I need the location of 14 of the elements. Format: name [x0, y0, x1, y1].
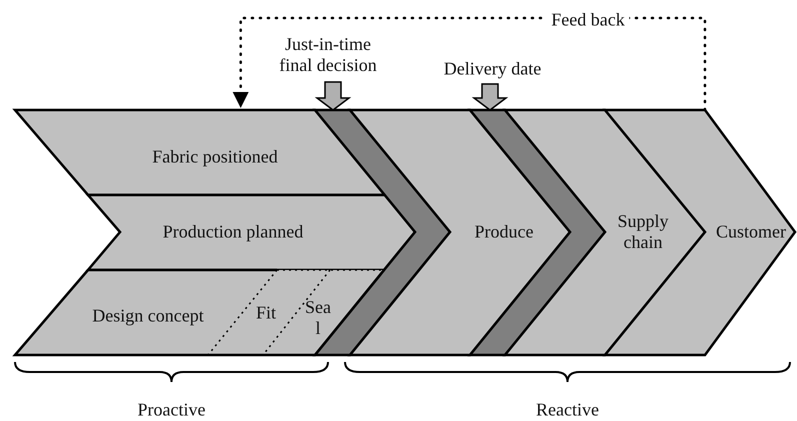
arrow: [314, 81, 352, 111]
milestone-label: Just-in-time final decision: [278, 34, 378, 76]
segment-label: Fit: [256, 302, 276, 324]
segment-label: Supply chain: [616, 211, 670, 253]
arrow: [472, 83, 508, 111]
group-label: Reactive: [536, 400, 599, 420]
group-label: Proactive: [138, 400, 206, 420]
segment-label: Design concept: [92, 306, 204, 326]
milestone-label: Delivery date: [442, 58, 542, 80]
segment-label: Sea l: [304, 297, 332, 339]
segment-label: Customer: [716, 222, 786, 242]
segment-label: Produce: [474, 222, 534, 242]
segment-label: Production planned: [162, 222, 304, 242]
segment-label: Fabric positioned: [152, 146, 278, 168]
